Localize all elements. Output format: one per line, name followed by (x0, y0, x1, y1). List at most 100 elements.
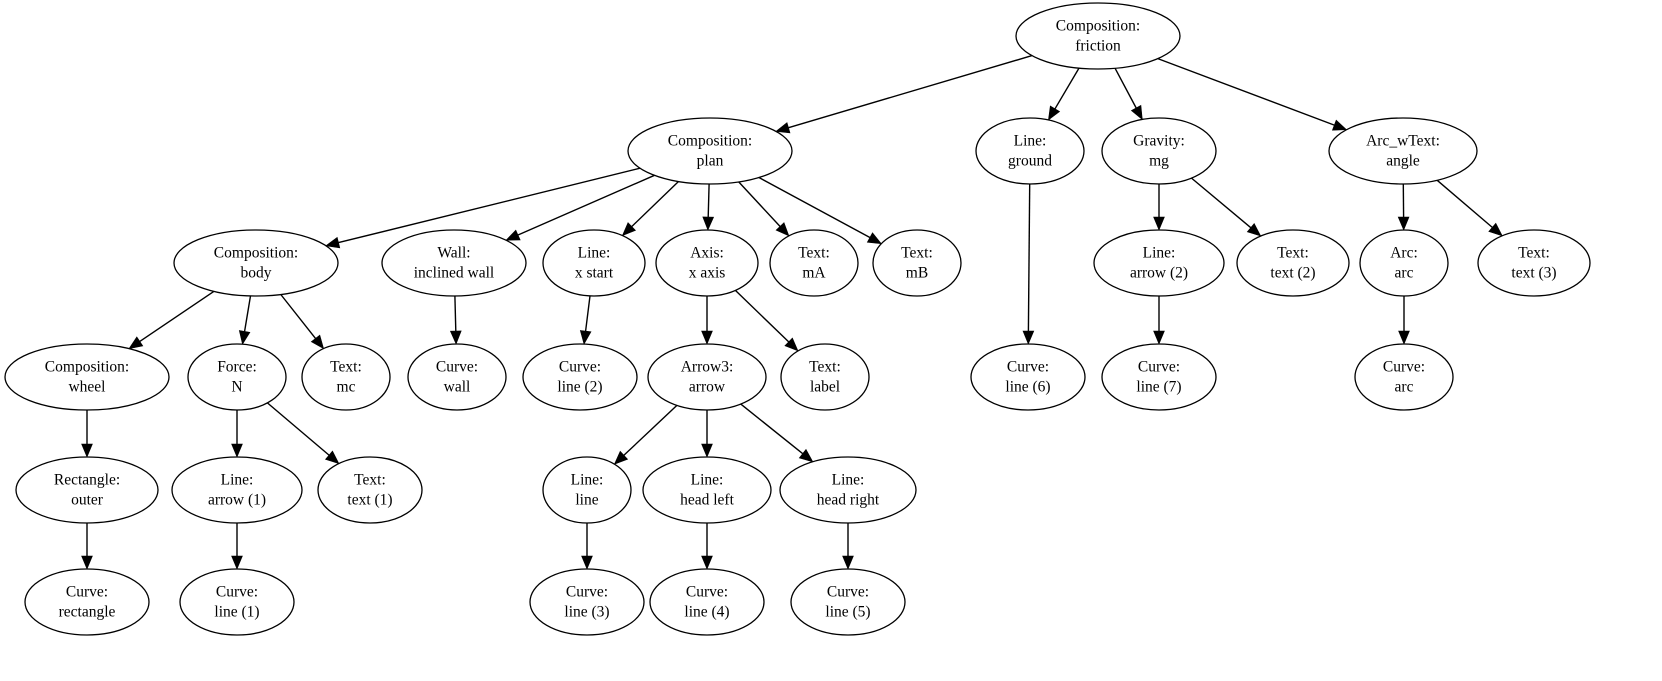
graph-node-line2[interactable]: Curve:line (2) (522, 343, 638, 411)
graph-node-label[interactable]: Text:label (780, 343, 870, 411)
graph-node-line[interactable]: Line:line (542, 456, 632, 524)
node-ellipse[interactable] (1354, 343, 1454, 411)
graph-node-wheel[interactable]: Composition:wheel (4, 343, 170, 411)
graph-node-angle[interactable]: Arc_wText:angle (1328, 117, 1478, 185)
node-label-name: x start (575, 265, 614, 282)
node-ellipse[interactable] (649, 568, 765, 636)
graph-node-arrow2[interactable]: Line:arrow (2) (1093, 229, 1225, 297)
graph-node-text2[interactable]: Text:text (2) (1236, 229, 1350, 297)
graph-node-line4[interactable]: Curve:line (4) (649, 568, 765, 636)
graph-node-arrow3[interactable]: Arrow3:arrow (647, 343, 767, 411)
node-ellipse[interactable] (872, 229, 962, 297)
graph-node-plan[interactable]: Composition:plan (627, 117, 793, 185)
node-ellipse[interactable] (1328, 117, 1478, 185)
node-ellipse[interactable] (542, 456, 632, 524)
edge-plan-to-mB (758, 176, 882, 245)
node-label-name: wheel (68, 379, 105, 396)
node-ellipse[interactable] (381, 229, 527, 297)
graph-node-line6[interactable]: Curve:line (6) (970, 343, 1086, 411)
node-label-name: outer (71, 492, 104, 509)
graph-node-body[interactable]: Composition:body (173, 229, 339, 297)
node-ellipse[interactable] (975, 117, 1085, 185)
graph-node-line7[interactable]: Curve:line (7) (1101, 343, 1217, 411)
graph-node-headright[interactable]: Line:head right (779, 456, 917, 524)
graph-node-line3[interactable]: Curve:line (3) (529, 568, 645, 636)
graph-node-outer[interactable]: Rectangle:outer (15, 456, 159, 524)
node-ellipse[interactable] (790, 568, 906, 636)
node-label-name: inclined wall (414, 265, 495, 282)
node-label-name: x axis (689, 265, 726, 282)
node-label-name: line (4) (684, 604, 729, 621)
graph-node-rectangle[interactable]: Curve:rectangle (24, 568, 150, 636)
node-ellipse[interactable] (1015, 2, 1181, 70)
arrow-head-icon (324, 450, 340, 465)
node-ellipse[interactable] (15, 456, 159, 524)
node-ellipse[interactable] (1236, 229, 1350, 297)
edge-line-to-line3 (581, 523, 593, 570)
node-label-type: Line: (1143, 245, 1176, 262)
node-label-name: wall (444, 379, 471, 396)
node-ellipse[interactable] (780, 343, 870, 411)
edge-wheel-to-outer (81, 410, 93, 458)
graph-node-line5[interactable]: Curve:line (5) (790, 568, 906, 636)
graph-node-xstart[interactable]: Line: x start (542, 229, 646, 297)
node-ellipse[interactable] (187, 343, 287, 411)
edge-arrow1-to-line1 (231, 523, 243, 570)
node-ellipse[interactable] (627, 117, 793, 185)
arrow-head-icon (1048, 105, 1061, 121)
node-label-type: Line: (221, 472, 254, 489)
graph-node-friction[interactable]: Composition:friction (1015, 2, 1181, 70)
node-ellipse[interactable] (171, 456, 303, 524)
node-ellipse[interactable] (529, 568, 645, 636)
node-ellipse[interactable] (647, 343, 767, 411)
node-ellipse[interactable] (642, 456, 772, 524)
graph-node-line1[interactable]: Curve:line (1) (179, 568, 295, 636)
node-ellipse[interactable] (522, 343, 638, 411)
node-label-type: Curve: (559, 359, 601, 376)
graph-node-mA[interactable]: Text:mA (769, 229, 859, 297)
graph-node-ground[interactable]: Line:ground (975, 117, 1085, 185)
node-ellipse[interactable] (542, 229, 646, 297)
node-ellipse[interactable] (1359, 229, 1449, 297)
graph-node-mc[interactable]: Text:mc (301, 343, 391, 411)
edge-body-to-N (238, 295, 252, 345)
graph-node-mB[interactable]: Text:mB (872, 229, 962, 297)
edge-mg-to-arrow2 (1153, 184, 1165, 231)
node-ellipse[interactable] (1477, 229, 1591, 297)
graph-node-arc[interactable]: Arc:arc (1359, 229, 1449, 297)
edge-line (1114, 67, 1137, 109)
node-ellipse[interactable] (4, 343, 170, 411)
node-ellipse[interactable] (970, 343, 1086, 411)
node-ellipse[interactable] (655, 229, 759, 297)
node-label-name: friction (1075, 38, 1121, 55)
node-label-type: Line: (578, 245, 611, 262)
node-ellipse[interactable] (179, 568, 295, 636)
node-ellipse[interactable] (173, 229, 339, 297)
node-ellipse[interactable] (301, 343, 391, 411)
node-ellipse[interactable] (779, 456, 917, 524)
node-label-type: Curve: (566, 584, 608, 601)
node-ellipse[interactable] (769, 229, 859, 297)
node-ellipse[interactable] (1101, 117, 1217, 185)
node-label-type: Curve: (1007, 359, 1049, 376)
node-ellipse[interactable] (1093, 229, 1225, 297)
node-ellipse[interactable] (317, 456, 423, 524)
graph-node-text3[interactable]: Text:text (3) (1477, 229, 1591, 297)
graph-node-arrow1[interactable]: Line:arrow (1) (171, 456, 303, 524)
node-ellipse[interactable] (24, 568, 150, 636)
node-ellipse[interactable] (1101, 343, 1217, 411)
arrow-head-icon (842, 555, 854, 570)
graph-node-mg[interactable]: Gravity:mg (1101, 117, 1217, 185)
graph-node-text1[interactable]: Text:text (1) (317, 456, 423, 524)
graph-node-curvearc[interactable]: Curve:arc (1354, 343, 1454, 411)
arrow-head-icon (1488, 222, 1503, 237)
graph-node-headleft[interactable]: Line:head left (642, 456, 772, 524)
graph-node-inclinedwall[interactable]: Wall:inclined wall (381, 229, 527, 297)
node-ellipse[interactable] (407, 343, 507, 411)
graph-node-N[interactable]: Force:N (187, 343, 287, 411)
node-label-name: rectangle (59, 604, 116, 621)
edge-xaxis-to-label (734, 289, 799, 352)
graph-node-wall[interactable]: Curve:wall (407, 343, 507, 411)
graph-node-xaxis[interactable]: Axis:x axis (655, 229, 759, 297)
node-label-type: Arrow3: (681, 359, 734, 376)
